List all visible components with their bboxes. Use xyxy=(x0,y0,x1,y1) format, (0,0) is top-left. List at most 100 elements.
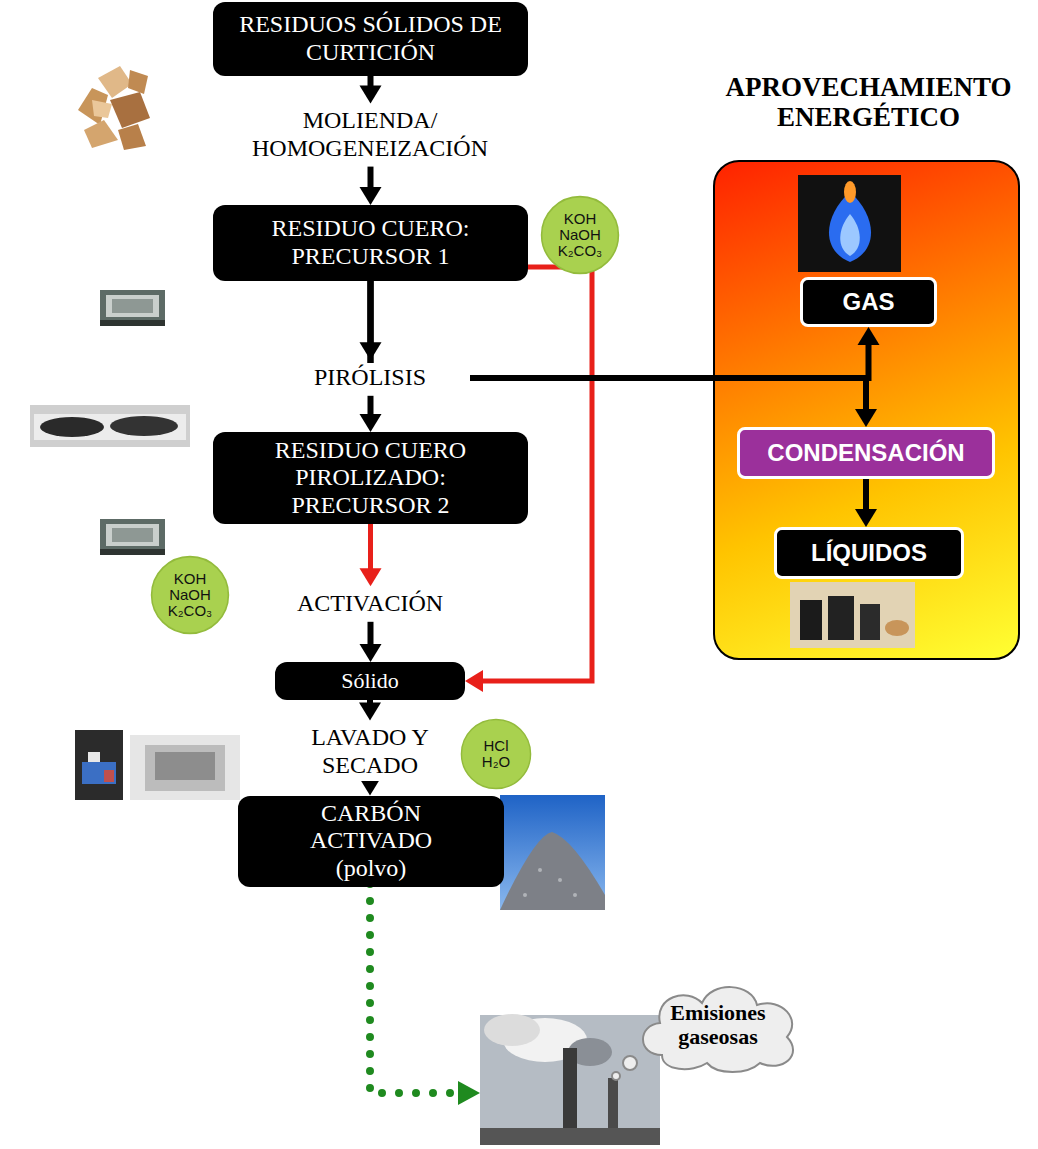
flame-tip xyxy=(844,181,856,203)
arrow-head xyxy=(465,670,483,692)
precursor-box: RESIDUO CUERO PIROLIZADO: PRECURSOR 2 xyxy=(213,432,528,524)
factory-sky xyxy=(480,1015,660,1145)
tray xyxy=(30,405,190,447)
node-text: GAS xyxy=(842,289,894,315)
bubble xyxy=(612,1072,620,1080)
cloud-shape xyxy=(643,987,793,1072)
flame-core xyxy=(840,214,860,256)
carbon-pile-photo xyxy=(500,795,605,910)
lab-photo xyxy=(75,730,123,800)
node-text: Emisiones gaseosas xyxy=(653,1001,783,1049)
oven-photo xyxy=(100,290,165,326)
dryer-bg xyxy=(130,735,240,800)
lab-item xyxy=(82,762,116,784)
condensation-box: CONDENSACIÓN xyxy=(737,427,995,479)
emissions-cloud: Emisiones gaseosas xyxy=(632,975,804,1075)
scrap xyxy=(128,70,148,94)
arrow-head xyxy=(360,568,382,586)
dryer-photo xyxy=(130,735,240,800)
leather-scraps-photo xyxy=(78,66,150,150)
bubble xyxy=(623,1056,637,1070)
smoke xyxy=(484,1014,540,1046)
node-text: LÍQUIDOS xyxy=(811,540,927,566)
pyrolyzed-sample-photo xyxy=(30,405,190,447)
cloud-tail xyxy=(612,1056,637,1080)
scrap xyxy=(110,92,150,128)
jar xyxy=(800,600,822,640)
grain xyxy=(558,878,562,882)
sky xyxy=(500,795,605,910)
oven-tube xyxy=(112,528,153,542)
circle-shape xyxy=(461,719,530,788)
oven-tube xyxy=(112,299,153,313)
node-text: (polvo) xyxy=(336,855,407,883)
liquids-bg xyxy=(790,582,915,648)
process-box: RESIDUOS SÓLIDOS DE CURTICIÓN xyxy=(213,2,528,76)
node-text: CARBÓN ACTIVADO xyxy=(262,800,480,855)
gas-box: GAS xyxy=(800,277,937,327)
scrap xyxy=(92,100,112,118)
liquids-photo xyxy=(790,582,915,648)
step-label: MOLIENDA/ HOMOGENEIZACIÓN xyxy=(230,106,510,163)
lab-item xyxy=(104,770,114,782)
arrow-head xyxy=(359,702,381,720)
dotted-line xyxy=(370,884,460,1093)
node-text: RESIDUO CUERO: PRECURSOR 1 xyxy=(237,215,504,270)
scrap xyxy=(84,120,118,148)
arrow-head xyxy=(360,85,382,103)
grain xyxy=(538,868,542,872)
factory-photo xyxy=(480,1014,660,1145)
flow-arrow xyxy=(371,281,878,427)
panel-heading: APROVECHAMIENTO ENERGÉTICO xyxy=(701,72,1036,132)
tray-inner xyxy=(34,414,186,440)
pile xyxy=(500,832,605,910)
grain xyxy=(523,893,527,897)
product-box: CARBÓN ACTIVADO(polvo) xyxy=(238,796,504,887)
connector-line xyxy=(371,281,867,413)
reagent-circle: HCl H₂O xyxy=(460,718,532,790)
circle-shape xyxy=(542,197,619,274)
precursor-box: RESIDUO CUERO: PRECURSOR 1 xyxy=(213,205,528,281)
char-piece xyxy=(40,417,104,437)
node-text: RESIDUOS SÓLIDOS DE CURTICIÓN xyxy=(237,11,504,66)
dryer-body xyxy=(145,745,225,791)
lab-bg xyxy=(75,730,123,800)
char-piece xyxy=(110,416,178,436)
ground xyxy=(480,1128,660,1145)
connector-line xyxy=(368,524,373,572)
grain xyxy=(573,893,577,897)
lab-item xyxy=(88,752,100,762)
dryer-door xyxy=(155,752,215,780)
scrap xyxy=(98,66,132,98)
arrow-head xyxy=(855,409,877,427)
arrow-head xyxy=(458,1081,480,1105)
oven-body xyxy=(100,519,165,555)
reagent-circle: KOH NaOH K₂CO₃ xyxy=(540,195,620,275)
arrow-head xyxy=(360,187,382,205)
oven-window xyxy=(106,524,159,546)
node-text: CONDENSACIÓN xyxy=(767,440,964,466)
step-label: ACTIVACIÓN xyxy=(270,589,470,619)
oven-window xyxy=(106,295,159,317)
flame-photo xyxy=(798,175,901,272)
arrow-head xyxy=(360,644,382,662)
arrow-head xyxy=(858,327,880,345)
arrow-head xyxy=(360,414,382,432)
solid-box: Sólido xyxy=(275,662,465,700)
node-text: Sólido xyxy=(341,668,398,693)
arrow-head xyxy=(855,509,877,527)
chimney xyxy=(563,1048,577,1140)
circle-shape xyxy=(152,557,229,634)
node-text: KOH NaOH K₂CO₃ xyxy=(558,211,602,260)
node-text: HCl H₂O xyxy=(482,738,510,770)
oven-base xyxy=(100,549,165,555)
oven-photo xyxy=(100,519,165,555)
connector-line xyxy=(863,479,869,513)
jar xyxy=(828,596,854,640)
reagent-circle: KOH NaOH K₂CO₃ xyxy=(150,555,230,635)
scrap xyxy=(118,124,146,150)
node-text: RESIDUO CUERO PIROLIZADO: PRECURSOR 2 xyxy=(237,437,504,520)
step-label: LAVADO Y SECADO xyxy=(295,723,445,780)
node-text: KOH NaOH K₂CO₃ xyxy=(168,571,212,620)
